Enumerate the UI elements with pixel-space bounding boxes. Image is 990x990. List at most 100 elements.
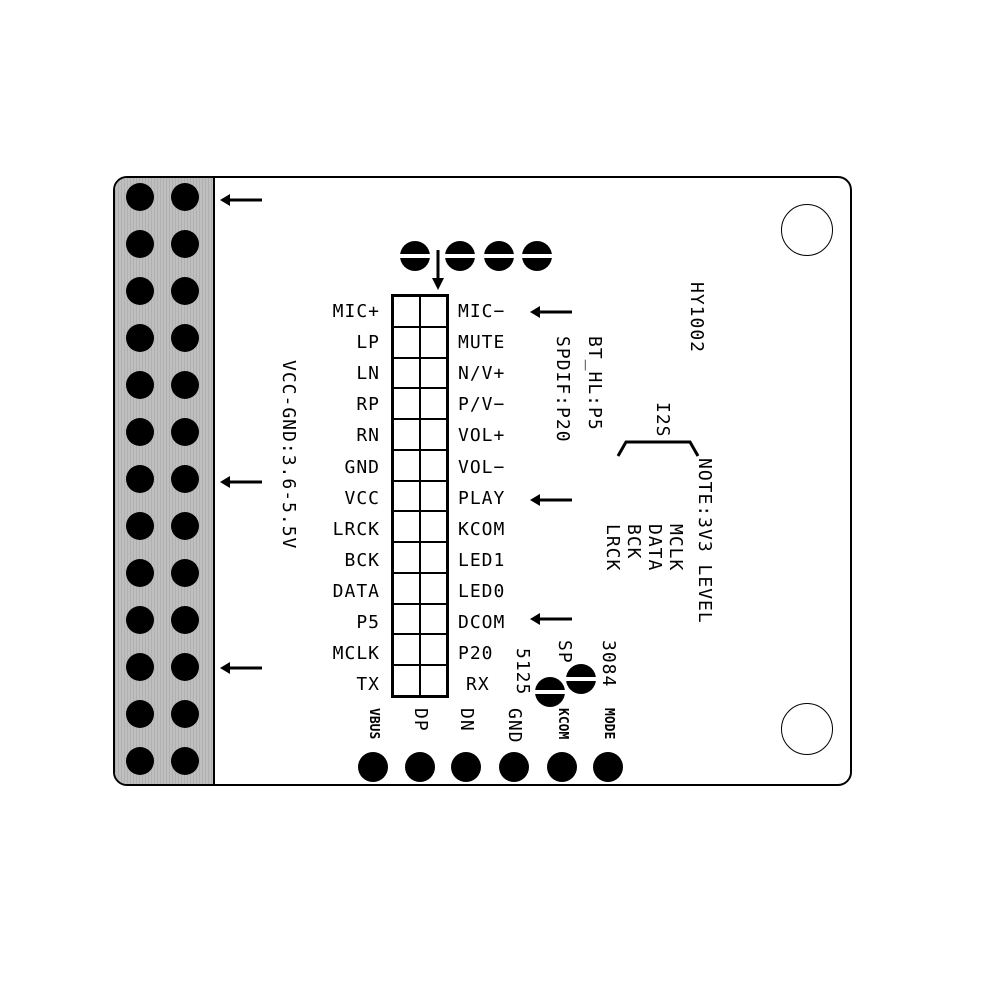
left-pin-label: LN [356,363,380,385]
left-pin-label: DATA [332,580,380,602]
left-pin-label: LRCK [332,518,380,540]
arrow-left-icon [530,494,572,506]
left-pin-label: VCC [344,487,380,509]
header-pin [171,183,199,211]
bottom-pad [499,752,529,782]
left-pin-label: RP [356,394,380,416]
bottom-pad-label: MODE [601,708,616,740]
header-pin [126,230,154,258]
header-pin [126,559,154,587]
bottom-pad-label: GND [504,708,525,744]
header-pin [171,559,199,587]
header-pin [171,653,199,681]
header-pin [126,512,154,540]
connector-pin-cell [420,388,447,420]
connector-pin-cell [420,419,447,450]
header-pin [171,747,199,775]
level-note: NOTE:3V3 LEVEL [694,458,715,624]
header-pin [126,747,154,775]
i2s-label: I2S [652,402,673,438]
sp-value-label: 5125 [512,648,533,696]
level-signal: MCLK [665,524,686,572]
top-pad [522,241,552,271]
right-pin-label: N/V+ [458,363,506,385]
right-pin-label: LED0 [458,580,506,602]
i2s-brace [616,440,700,457]
arrow-left-icon [220,662,262,674]
connector-pin-cell [393,542,420,573]
header-pin [171,606,199,634]
connector-pin-cell [420,542,447,573]
header-pin [171,512,199,540]
left-pin-label: RN [356,425,380,447]
level-signal: BCK [623,524,644,560]
connector-pin-cell [420,326,447,358]
header-pin [126,653,154,681]
mode-value-label: 3084 [598,640,619,688]
connector-pin-cell [393,388,420,420]
connector-pin-cell [420,511,447,543]
jumper-pad-mode [566,664,596,694]
header-pin [171,700,199,728]
right-pin-label: RX [466,674,490,696]
header-pin [171,418,199,446]
connector-pin-cell [420,449,447,481]
sp-label: SP [554,640,575,664]
left-pin-label: BCK [344,549,380,571]
left-pin-label: LP [356,332,380,354]
connector-pin-cell [393,634,420,666]
right-pin-label: MUTE [458,332,506,354]
bottom-pad-label: DP [410,708,431,732]
right-pin-label: P/V− [458,394,506,416]
header-pin [126,418,154,446]
right-pin-label: VOL+ [458,425,506,447]
spdif-note: SPDIF:P20 [552,336,573,443]
header-pin [126,183,154,211]
connector-pin-cell [393,665,420,696]
left-pin-label: P5 [356,612,380,633]
connector-pin-cell [420,480,447,512]
left-pin-label: TX [356,674,380,696]
header-pin [126,324,154,352]
bottom-pad-label: VBUS [366,708,381,740]
bt-note: BT_HL:P5 [584,336,605,431]
bottom-pad-label: DN [456,708,477,732]
arrow-left-icon [530,306,572,318]
header-pin [171,277,199,305]
connector-pin-cell [420,296,447,327]
right-pin-label: MIC− [458,301,506,322]
left-pin-label: MIC+ [332,301,380,322]
mounting-hole-bottom [781,703,833,755]
right-pin-label: DCOM [458,612,506,633]
header-pin [126,277,154,305]
arrow-left-icon [220,194,262,206]
header-pin [126,371,154,399]
connector-pin-cell [420,665,447,696]
jumper-pad-sp [535,677,565,707]
bottom-pad-label: KCOM [555,708,570,740]
connector-pin-cell [393,419,420,450]
header-pin [171,230,199,258]
bottom-pad [593,752,623,782]
connector-pin-cell [393,357,420,389]
level-signal: DATA [644,524,665,572]
mounting-hole-top [781,204,833,256]
right-pin-label: LED1 [458,549,506,571]
connector-pin-cell [420,634,447,666]
header-pin [126,606,154,634]
connector-pin-cell [393,480,420,512]
header-pin [126,700,154,728]
left-pin-label: GND [344,456,380,478]
left-pin-label: MCLK [332,643,380,665]
header-pin [171,324,199,352]
connector-pin-cell [420,603,447,635]
supply-note: VCC-GND:3.6-5.5V [278,360,299,550]
right-pin-label: VOL− [458,456,506,478]
bottom-pad [547,752,577,782]
header-pin [126,465,154,493]
connector-pin-cell [420,572,447,604]
arrow-left-icon [530,613,572,625]
connector-pin-cell [393,296,420,327]
connector-pin-cell [393,449,420,481]
top-pad [400,241,430,271]
